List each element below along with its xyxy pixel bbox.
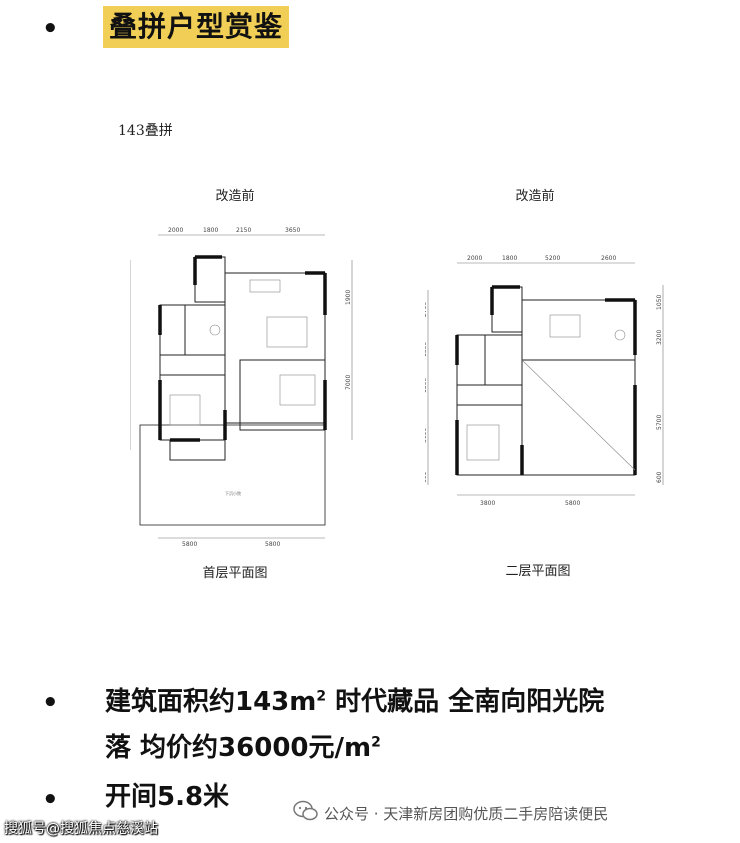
top-dimension-line: 2000 1800 2150 3650: [158, 227, 325, 236]
svg-text:1900: 1900: [345, 290, 352, 305]
svg-text:5800: 5800: [565, 500, 580, 507]
plan-type-label: 143叠拼: [118, 123, 173, 139]
svg-text:5800: 5800: [182, 541, 197, 548]
svg-text:下沉小院: 下沉小院: [225, 490, 241, 496]
svg-text:1800: 1800: [425, 378, 428, 393]
svg-text:2750: 2750: [425, 302, 428, 317]
bullet-marker: •: [42, 785, 59, 815]
left-dimension-line: 2750 1800 1800 3600 600: [425, 290, 429, 485]
second-floor-plan: 2000 1800 5200 2600 2750 1800 1800 3600 …: [425, 255, 664, 507]
dim-label: 3650: [285, 227, 300, 234]
bullet-marker: •: [42, 688, 59, 718]
right-plan-caption: 二层平面图: [505, 564, 571, 579]
page-heading: 叠拼户型赏鉴: [103, 6, 290, 48]
svg-text:2000: 2000: [467, 255, 482, 262]
left-plan-caption: 首层平面图: [202, 566, 268, 581]
right-dimension-line: 1050 3200 5700 600: [656, 285, 664, 485]
svg-text:600: 600: [425, 471, 428, 483]
bullet-text-line2: 落 均价约36000元/m2: [105, 733, 381, 763]
svg-text:5200: 5200: [545, 255, 560, 262]
svg-text:5800: 5800: [265, 541, 280, 548]
site-watermark: 搜狐号@搜狐焦点慈溪站: [4, 821, 158, 837]
bottom-dimension-line: 5800 5800: [158, 537, 325, 548]
svg-text:600: 600: [656, 471, 663, 483]
left-plan-before-label: 改造前: [215, 189, 255, 204]
top-dimension-line: 2000 1800 5200 2600: [457, 255, 635, 264]
svg-text:3200: 3200: [656, 330, 663, 345]
svg-text:1800: 1800: [425, 342, 428, 357]
svg-text:3600: 3600: [425, 428, 428, 443]
bullet-text-line1: 建筑面积约143m2 时代藏品 全南向阳光院: [105, 687, 605, 717]
dim-label: 2000: [168, 227, 183, 234]
right-plan-before-label: 改造前: [515, 189, 555, 204]
dim-label: 2150: [236, 227, 251, 234]
dim-label: 1800: [203, 227, 218, 234]
bullet-marker: •: [42, 14, 59, 44]
svg-text:7000: 7000: [345, 375, 352, 390]
svg-text:1050: 1050: [656, 295, 663, 310]
svg-text:5700: 5700: [656, 415, 663, 430]
svg-text:2600: 2600: [601, 255, 616, 262]
official-account-watermark: 公众号 · 天津新房团购优质二手房陪读便民: [324, 805, 609, 823]
wechat-icon: [293, 800, 318, 821]
right-dimension-line: 1900 7000: [345, 260, 353, 440]
svg-text:1800: 1800: [502, 255, 517, 262]
svg-text:3800: 3800: [480, 500, 495, 507]
bottom-dimension-line: 3800 5800: [457, 494, 635, 507]
ground-floor-plan: 2000 1800 2150 3650 2750 1800 1800 3600 …: [130, 227, 353, 548]
bullet-text-line3: 开间5.8米: [105, 782, 230, 812]
